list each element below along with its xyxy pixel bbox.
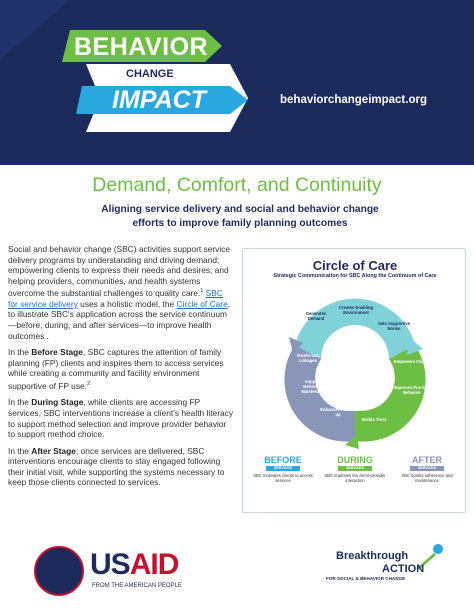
segment-label-2: Creates Enabling Environment bbox=[338, 305, 374, 315]
header-banner: BEHAVIOR CHANGE IMPACT Evidence in Actio… bbox=[0, 0, 474, 165]
usaid-seal-icon bbox=[34, 546, 84, 596]
segment-label-4: Empowers Clients bbox=[393, 359, 431, 364]
logo-impact: IMPACT bbox=[112, 86, 206, 114]
body-text: Social and behavior change (SBC) activit… bbox=[8, 244, 234, 494]
segment-label-3: Sets Supportive Norms bbox=[378, 321, 410, 331]
logo-graphic bbox=[0, 0, 248, 132]
segment-label-1: Generates Demand bbox=[305, 311, 327, 321]
coc-title: Circle of Care bbox=[312, 258, 398, 273]
segment-label-7: Enhances Follow-up bbox=[320, 407, 356, 417]
usaid-logo: USAID bbox=[90, 548, 179, 581]
stage-before: BEFORE SERVICES SBC motivates clients to… bbox=[253, 455, 313, 483]
logo-behavior: BEHAVIOR bbox=[74, 33, 209, 61]
breakthrough-action: ACTION bbox=[382, 563, 425, 575]
usaid-tagline: FROM THE AMERICAN PEOPLE bbox=[92, 583, 182, 589]
segment-label-8: Supports Behavioral Maintenance bbox=[301, 379, 327, 394]
segment-label-5: Improves Provider Behavior bbox=[393, 385, 431, 395]
stage-during: DURING SERVICES SBC improves the client-… bbox=[324, 455, 386, 483]
coc-subtitle: Strategic Communication for SBC Along th… bbox=[273, 273, 437, 279]
segment-label-9: Reinforces Linkages bbox=[297, 353, 319, 363]
paragraph-intro: Social and behavior change (SBC) activit… bbox=[8, 244, 231, 341]
wheel-segment-before bbox=[295, 298, 415, 359]
footer: USAID FROM THE AMERICAN PEOPLE Breakthro… bbox=[0, 538, 474, 613]
paragraph-before: In the Before Stage, SBC captures the at… bbox=[8, 347, 224, 391]
stage-after: AFTER SERVICES SBC boosts adherence and … bbox=[401, 455, 453, 483]
paragraph-after: In the After Stage, once services are de… bbox=[8, 445, 225, 488]
breakthrough-name: Breakthrough bbox=[336, 550, 409, 562]
segment-label-6: Builds Trust bbox=[361, 417, 387, 422]
breakthrough-action-logo-icon bbox=[416, 544, 443, 569]
logo-evidence: Evidence in Action bbox=[92, 117, 207, 133]
site-url-link[interactable]: behaviorchangeimpact.org bbox=[280, 94, 427, 106]
paragraph-during: In the During Stage, while clients are a… bbox=[8, 397, 234, 440]
circle-of-care-wheel bbox=[284, 298, 426, 449]
logo-change: CHANGE bbox=[126, 68, 174, 80]
circle-of-care-link[interactable]: Circle of Care bbox=[176, 298, 228, 309]
circle-of-care-panel: Circle of Care Strategic Communication f… bbox=[242, 248, 466, 513]
sbc-service-delivery-link[interactable]: SBC for service delivery bbox=[8, 288, 223, 309]
page-title: Demand, Comfort, and Continuity bbox=[92, 174, 382, 196]
breakthrough-tagline: FOR SOCIAL & BEHAVIOR CHANGE bbox=[326, 576, 406, 581]
wheel-segment-after bbox=[284, 345, 355, 442]
page-subtitle: Aligning service delivery and social and… bbox=[101, 204, 379, 229]
wheel-segment-during bbox=[355, 345, 426, 442]
